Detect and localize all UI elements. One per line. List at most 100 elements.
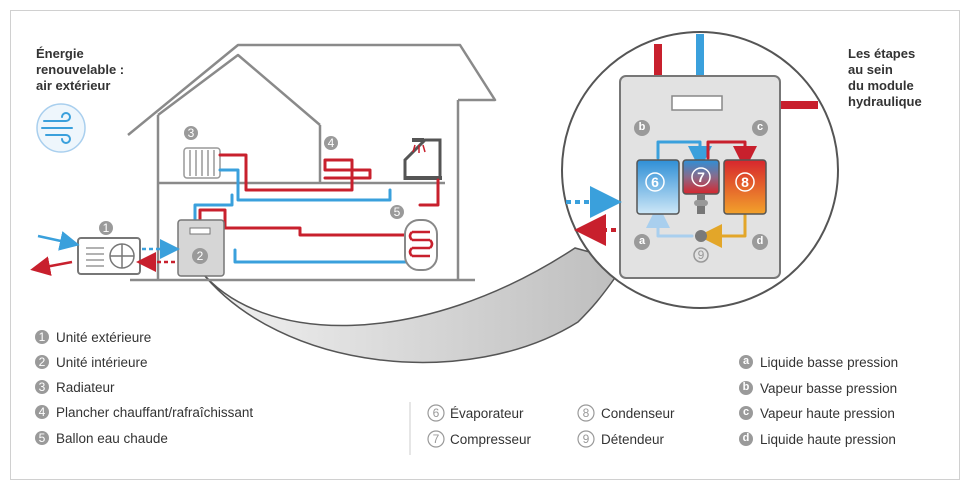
circuit-c [706,140,757,170]
marker-3: 3 [184,126,198,140]
legend-state-d: d Liquide haute pression [739,432,896,447]
air-wind-icon [36,103,86,153]
svg-text:5: 5 [394,205,401,219]
circuit-a [646,204,694,238]
legend-state-b: b Vapeur basse pression [739,381,897,396]
svg-text:Ballon eau chaude: Ballon eau chaude [56,431,168,446]
svg-text:3: 3 [39,380,46,394]
svg-text:d: d [743,432,750,444]
svg-text:4: 4 [39,405,46,419]
svg-text:3: 3 [188,126,195,140]
svg-text:c: c [743,406,749,418]
stages-label-line3: du module [848,78,914,93]
svg-text:Évaporateur: Évaporateur [450,406,524,421]
energy-label-line2: renouvelable : [36,62,124,77]
svg-text:7: 7 [697,169,705,185]
expansion-valve: 9 [693,230,709,263]
svg-text:a: a [639,235,646,247]
svg-text:5: 5 [39,431,46,445]
svg-text:b: b [743,381,750,393]
house-outline [127,43,497,282]
svg-text:Condenseur: Condenseur [601,406,675,421]
legend-unit-4: 4 Plancher chauffant/rafraîchissant [35,405,253,420]
svg-text:Unité intérieure: Unité intérieure [56,355,148,370]
module-display [671,95,723,111]
magnifier-cone [199,247,628,364]
svg-text:Vapeur haute pression: Vapeur haute pression [760,406,895,421]
marker-5: 5 [390,205,404,219]
svg-text:Compresseur: Compresseur [450,432,532,447]
legend-state-c: c Vapeur haute pression [739,406,895,421]
legend-component-8: 8 Condenseur [577,404,675,422]
svg-text:6: 6 [651,174,659,190]
pipe-top-red [654,44,662,76]
svg-text:8: 8 [583,406,590,420]
stages-label-line4: hydraulique [848,94,922,109]
legend-components: 6 Évaporateur 7 Compresseur 8 Condenseur… [427,404,675,448]
marker-2: 2 [192,248,208,264]
pipe-blue-lower [233,248,412,264]
marker-1: 1 [99,221,113,235]
svg-text:8: 8 [741,174,749,190]
svg-text:Détendeur: Détendeur [601,432,665,447]
condenser-box: 8 [723,159,767,215]
svg-text:b: b [639,121,646,133]
legend-state-a: a Liquide basse pression [739,355,898,370]
energy-label-line3: air extérieur [36,78,110,93]
svg-text:2: 2 [39,355,46,369]
marker-4: 4 [324,136,338,150]
marker-c: c [752,120,768,136]
compressor-box: 7 [682,159,720,214]
legend-states: a Liquide basse pression b Vapeur basse … [739,355,898,447]
pipe-right-red [778,101,818,109]
marker-b: b [634,120,650,136]
legend-unit-3: 3 Radiateur [35,380,115,395]
svg-text:Liquide basse pression: Liquide basse pression [760,355,898,370]
stages-label-line2: au sein [848,62,893,77]
svg-text:Vapeur basse pression: Vapeur basse pression [760,381,897,396]
pipe-red-lower [223,226,422,252]
legend-component-7: 7 Compresseur [427,430,532,448]
pipe-shower [418,178,440,207]
pipe-blue-upper [218,168,392,202]
pipe-blue-link [193,193,234,227]
legend-component-6: 6 Évaporateur [427,404,524,422]
circuit-d [698,213,747,248]
svg-text:c: c [757,121,763,133]
svg-text:a: a [743,355,750,367]
svg-text:1: 1 [103,221,110,235]
air-in-arrow [37,231,80,251]
svg-text:Plancher chauffant/rafraîchiss: Plancher chauffant/rafraîchissant [56,405,253,420]
radiator-icon [183,147,221,179]
legend-unit-2: 2 Unité intérieure [35,355,148,370]
hot-water-tank [404,219,438,271]
marker-d: d [752,234,768,250]
svg-text:9: 9 [698,248,705,262]
svg-text:Unité extérieure: Unité extérieure [56,330,151,345]
pipe-red-upper [218,153,372,192]
legend-unit-5: 5 Ballon eau chaude [35,431,168,446]
pipe-red-lower2 [198,208,227,230]
legend-component-9: 9 Détendeur [577,430,665,448]
indoor-unit [177,219,225,277]
svg-text:7: 7 [433,432,440,446]
evaporator-box: 6 [636,159,680,215]
svg-text:Liquide haute pression: Liquide haute pression [760,432,896,447]
svg-text:4: 4 [328,136,335,150]
pipe-top-blue [696,34,704,76]
marker-a: a [634,234,650,250]
svg-text:d: d [757,235,764,247]
svg-text:9: 9 [583,432,590,446]
svg-text:Radiateur: Radiateur [56,380,115,395]
circuit-b [656,140,712,170]
outdoor-unit [77,237,141,275]
legend-units: 1 Unité extérieure 2 Unité intérieure 3 … [35,330,253,446]
stages-label-line1: Les étapes [848,46,915,61]
energy-label-line1: Énergie [36,46,84,61]
legend-unit-1: 1 Unité extérieure [35,330,151,345]
air-out-arrow [30,256,73,276]
svg-text:2: 2 [197,249,204,263]
shower-icon [403,138,442,180]
